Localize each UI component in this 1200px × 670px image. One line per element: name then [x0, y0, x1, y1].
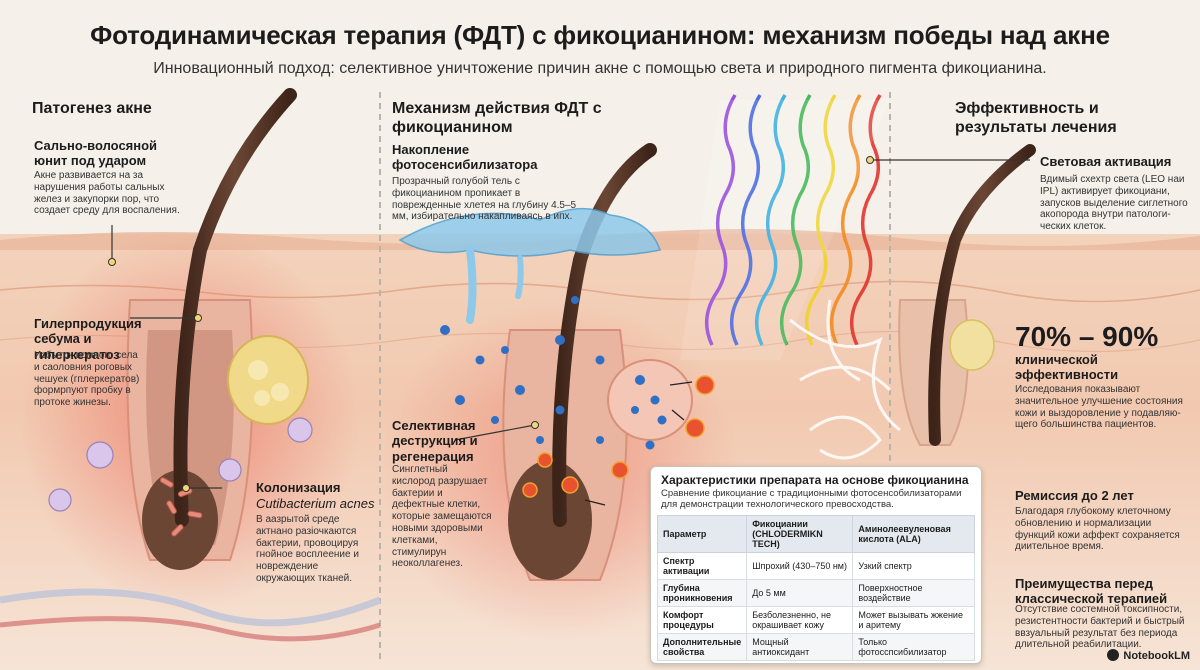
middle-block2-text: Синглетный кислород разрушает бактерии и…: [392, 464, 492, 570]
table-cell: Поверхностное воздействие: [852, 579, 975, 607]
efficacy-value: 70% – 90%: [1015, 321, 1159, 352]
right-block2-title: Ремиссия до 2 лет: [1015, 488, 1134, 503]
middle-block1-text: Прозрачный голубой тель с фикоцианином п…: [392, 176, 577, 223]
notebooklm-brand: NotebookLM: [1123, 650, 1190, 662]
table-cell: Шпрохий (430–750 нм): [746, 552, 854, 580]
right-block1-title: Световая активация: [1040, 154, 1172, 169]
table-cell: До 5 мм: [746, 579, 854, 607]
table-cell: Дополнительные свойства: [656, 633, 748, 661]
right-heading: Эффективность и результаты лечения: [955, 100, 1117, 136]
table-cell: Безболезненно, не окрашивает кожу: [746, 606, 854, 634]
notebooklm-logo: NotebookLM: [1107, 649, 1190, 662]
middle-block2-title: Селективная деструкция и регенерация: [392, 418, 478, 464]
table-cell: Мощный антиоксидант: [746, 633, 854, 661]
middle-heading: Механизм действия ФДТ с фикоцианином: [392, 100, 602, 136]
light-beam-icon: [705, 94, 882, 346]
table-cell: Узкий спектр: [852, 552, 975, 580]
table-header-cell: Параметр: [656, 515, 748, 553]
left-block2-text: Избыток вомного села и саоловния роговых…: [34, 350, 140, 409]
left-heading: Патогенез акне: [32, 100, 152, 117]
left-block2-title: Гилерпродукция себума и гиперкератоз: [34, 316, 142, 362]
notebooklm-icon: [1107, 649, 1120, 661]
efficacy-text: Исследования показывают значительное улу…: [1015, 384, 1183, 431]
left-block1-text: Акне развивается на за нарушения работы …: [34, 170, 180, 217]
table-cell: Комфорт процедуры: [656, 606, 748, 634]
table-row: Глубина проникновения До 5 мм Поверхност…: [656, 579, 975, 607]
efficacy-label: клинической эффективности: [1015, 352, 1119, 383]
table-row: Спектр активации Шпрохий (430–750 нм) Уз…: [656, 552, 975, 580]
left-block3-text: В аазрытой среде актнано разiочкаются ба…: [256, 514, 359, 584]
left-block1-title: Сально-волосяной юнит под ударом: [34, 138, 158, 169]
table-cell: Только фотосспсибилизатор: [852, 633, 975, 661]
table-row: Комфорт процедуры Безболезненно, не окра…: [656, 606, 975, 634]
left-block3-title-italic: Cutibacterium acnes: [256, 496, 375, 511]
table-cell: Глубина проникновения: [656, 579, 748, 607]
page-title: Фотодинамическая терапия (ФДТ) с фикоциа…: [90, 20, 1110, 50]
comparison-table: Параметр Фикоциании (CHLODERMIKN TECH) А…: [656, 515, 975, 661]
right-block1-text: Вдимый схехтр света (LEO наи IPL) активи…: [1040, 174, 1188, 233]
table-header-cell: Аминолеевуленовая кислота (ALA): [852, 515, 975, 553]
table-title: Характеристики препарата на основе фикоц…: [661, 473, 969, 487]
comparison-table-card: Характеристики препарата на основе фикоц…: [650, 466, 982, 664]
table-cell: Спектр активации: [656, 552, 748, 580]
table-cell: Может вызывать жжение и аритему: [852, 606, 975, 634]
page-subtitle: Инновационный подход: селективное уничто…: [153, 60, 1047, 77]
right-block2-text: Благодаря глубокому клеточному обновлени…: [1015, 506, 1180, 553]
middle-block1-title: Накопление фотосенсибилизатора: [392, 142, 538, 173]
table-header-cell: Фикоциании (CHLODERMIKN TECH): [746, 515, 854, 553]
table-description: Сравнение фикоциание с традиционными фот…: [661, 488, 962, 510]
right-block3-title: Преимущества перед классической терапией: [1015, 576, 1168, 607]
table-header-row: Параметр Фикоциании (CHLODERMIKN TECH) А…: [656, 515, 975, 553]
right-block3-text: Отсутствие состемной токсипности, резист…: [1015, 604, 1185, 651]
table-row: Дополнительные свойства Мощный антиоксид…: [656, 633, 975, 661]
left-block3-title: Колонизация: [256, 480, 341, 495]
